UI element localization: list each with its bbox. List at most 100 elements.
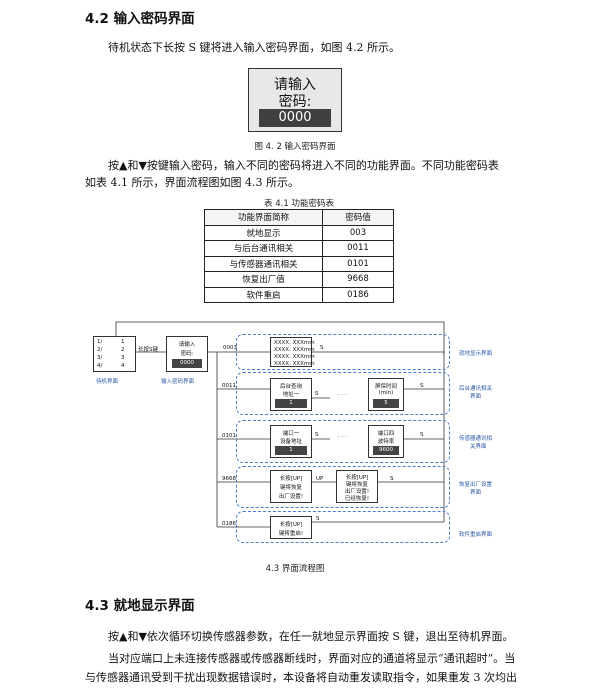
group-2-label-a: 后台通讯相关 — [459, 386, 493, 392]
group-1-label: 就地显示界面 — [459, 351, 493, 357]
box-line: 设备地址 — [279, 439, 302, 445]
screensaver-time-box: 屏保时间 (min) 5 — [368, 378, 404, 411]
standby-row-value: 3 — [121, 355, 125, 361]
table-header-cell: 功能界面简称 — [204, 209, 323, 226]
group-4-label-b: 界面 — [470, 490, 482, 496]
table-row: 与传感器通讯相关 0101 — [204, 255, 394, 272]
s-label: S — [420, 432, 424, 438]
code-label: 9668 — [222, 476, 236, 482]
lcd-password-value: 0000 — [259, 109, 331, 127]
ellipsis: · · · — [338, 434, 347, 440]
box-line: 键将重启! — [278, 531, 304, 537]
figure-4-3-caption: 4.3 界面流程图 — [265, 564, 325, 574]
local-display-row: XXXX. XXXmm — [274, 354, 315, 360]
group-sensor-comm — [236, 420, 450, 463]
standby-row-label: 1/ — [97, 339, 103, 345]
table-header-row: 功能界面简称 密码值 — [204, 209, 394, 226]
password-screen-box: 请输入 密码: 0000 — [166, 336, 208, 372]
software-restart-box: 长按[UP] 键将重启! — [270, 516, 312, 539]
group-4-label-a: 恢复出厂设置 — [459, 482, 493, 488]
box-line: 长按[UP] — [279, 522, 303, 528]
table-row: 软件重启 0186 — [204, 286, 394, 303]
section-4-3-para-3: 与传感器通讯受到干扰出现数据错误时，本设备将自动重发读取指令，如果重发 3 次均… — [85, 671, 517, 684]
long-press-s-label: 长按S键 — [138, 347, 158, 353]
group-5-label: 软件重启界面 — [459, 532, 493, 538]
table-row: 就地显示 003 — [204, 224, 394, 241]
factory-reset-done-box: 长按[UP] 键将恢复 出厂设置! 已经恢复! — [336, 470, 378, 503]
box-line: 波特率 — [377, 439, 395, 445]
up-label: UP — [316, 476, 324, 482]
s-label: S — [420, 383, 424, 389]
figure-4-2-caption: 图 4. 2 输入密码界面 — [254, 142, 336, 152]
standby-row-value: 1 — [121, 339, 125, 345]
code-label: 0186 — [222, 521, 236, 527]
group-local-display — [236, 334, 450, 370]
local-display-box: XXXX. XXXmm XXXX. XXXmm XXXX. XXXmm XXXX… — [270, 337, 315, 367]
group-2-label-b: 界面 — [470, 394, 482, 400]
box-line: 长按[UP] — [279, 476, 303, 482]
standby-screen-box: 1/ 1 2/ 2 3/ 3 4/ 4 — [93, 336, 136, 372]
baudrate-box: 端口四 波特率 9600 — [368, 425, 404, 458]
local-display-row: XXXX. XXXmm — [274, 340, 315, 346]
section-4-3-para-2: 当对应端口上未连接传感器或传感器断线时，界面对应的通道将显示“通讯超时”。当 — [108, 652, 516, 665]
box-line: (min) — [378, 390, 394, 396]
standby-row-value: 2 — [121, 347, 125, 353]
password-screen-label: 输入密码界面 — [161, 379, 195, 385]
box-line: 地址一 — [282, 392, 300, 398]
para-2-line-2: 如表 4.1 所示，界面流程图如图 4.3 所示。 — [85, 176, 299, 189]
box-line: 已经恢复! — [344, 496, 370, 502]
section-4-2-intro: 待机状态下长按 S 键将进入输入密码界面，如图 4.2 所示。 — [108, 41, 401, 54]
pw-box-value: 0000 — [172, 359, 202, 368]
standby-row-value: 4 — [121, 363, 125, 369]
standby-row-label: 2/ — [97, 347, 103, 353]
s-label: S — [316, 516, 320, 522]
table-row: 恢复出厂值 9668 — [204, 271, 394, 288]
port-address-box: 端口一 设备地址 1 — [270, 425, 312, 458]
local-display-row: XXXX. XXXmm — [274, 347, 315, 353]
table-4-1-caption: 表 4.1 功能密码表 — [264, 199, 334, 209]
box-line: 屏保时间 — [374, 384, 397, 390]
code-label: 0003 — [223, 345, 237, 351]
box-line: 长按[UP] — [345, 475, 369, 481]
group-backend-comm — [236, 372, 450, 415]
box-line: 端口四 — [377, 431, 395, 437]
s-label: S — [390, 476, 394, 482]
box-value: 1 — [275, 446, 307, 455]
group-3-label-b: 关界面 — [470, 444, 487, 450]
standby-label: 待机界面 — [96, 379, 119, 385]
code-label: 0101 — [222, 433, 236, 439]
box-value: 1 — [275, 399, 307, 408]
section-4-2-heading: 4.2 输入密码界面 — [85, 11, 195, 27]
pw-box-line-2: 密码: — [180, 351, 194, 357]
box-line: 出厂设置! — [278, 494, 304, 500]
pw-box-line-1: 请输入 — [178, 342, 196, 348]
group-software-restart — [236, 511, 450, 543]
code-label: 0011 — [222, 383, 236, 389]
table-row: 与后台通讯相关 0011 — [204, 240, 394, 257]
s-label: S — [320, 345, 324, 351]
s-label: S — [315, 391, 319, 397]
box-line: 键将恢复 — [279, 485, 302, 491]
s-label: S — [315, 432, 319, 438]
function-password-table: 功能界面简称 密码值 就地显示 003 与后台通讯相关 0011 与传感器通讯相… — [204, 209, 394, 303]
standby-row-label: 4/ — [97, 363, 103, 369]
box-line: 端口一 — [282, 431, 300, 437]
box-line: 出厂设置! — [344, 489, 370, 495]
box-line: 键将恢复 — [345, 482, 368, 488]
factory-reset-prompt-box: 长按[UP] 键将恢复 出厂设置! — [270, 470, 312, 503]
para-2-line-1: 按▲和▼按键输入密码，输入不同的密码将进入不同的功能界面。不同功能密码表 — [108, 159, 499, 172]
lcd-line-1: 请输入 — [274, 77, 316, 93]
lcd-line-2: 密码: — [278, 94, 312, 110]
password-lcd-figure: 请输入 密码: 0000 — [248, 68, 342, 132]
table-header-cell: 密码值 — [322, 209, 394, 226]
group-3-label-a: 传感器通讯相 — [459, 436, 493, 442]
box-value: 5 — [373, 399, 399, 408]
table-cell: 0186 — [322, 286, 394, 303]
ellipsis: · · · — [338, 392, 347, 398]
group-factory-reset — [236, 466, 450, 508]
backend-address-box: 后台查询 地址一 1 — [270, 378, 312, 411]
section-4-3-heading: 4.3 就地显示界面 — [85, 598, 195, 614]
box-value: 9600 — [373, 446, 399, 455]
section-4-3-para-1: 按▲和▼依次循环切换传感器参数，在任一就地显示界面按 S 键，退出至待机界面。 — [108, 630, 514, 643]
